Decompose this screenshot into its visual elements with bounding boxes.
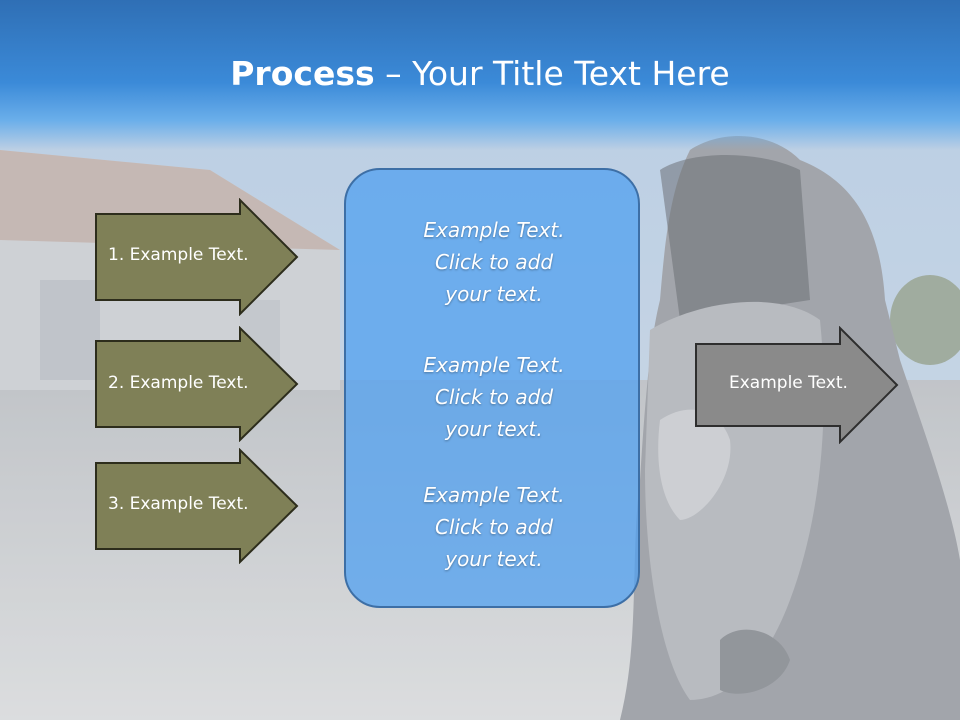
left-arrow-2-label: 2. Example Text. <box>108 373 249 393</box>
center-block-3: Example Text. Click to add your text. <box>346 479 642 575</box>
right-arrow-label: Example Text. <box>729 373 848 393</box>
center-block-2-line3: your text. <box>445 417 543 441</box>
slide-title: Process – Your Title Text Here <box>0 54 960 93</box>
center-text-box[interactable]: Example Text. Click to add your text. Ex… <box>344 168 640 608</box>
center-block-1: Example Text. Click to add your text. <box>346 214 642 310</box>
left-arrow-2[interactable] <box>94 326 300 442</box>
title-rest: – Your Title Text Here <box>374 54 730 93</box>
center-block-1-line1: Example Text. <box>423 218 565 242</box>
center-block-3-line1: Example Text. <box>423 483 565 507</box>
left-arrow-1-label: 1. Example Text. <box>108 245 249 265</box>
center-block-2-line1: Example Text. <box>423 353 565 377</box>
left-arrow-3[interactable] <box>94 448 300 564</box>
center-block-3-line3: your text. <box>445 547 543 571</box>
center-block-2: Example Text. Click to add your text. <box>346 349 642 445</box>
center-block-1-line3: your text. <box>445 282 543 306</box>
title-bold: Process <box>230 54 375 93</box>
right-arrow[interactable] <box>694 326 900 444</box>
left-arrow-1[interactable] <box>94 198 300 316</box>
center-block-3-line2: Click to add <box>434 515 554 539</box>
title-bar <box>0 0 960 150</box>
center-block-1-line2: Click to add <box>434 250 554 274</box>
center-block-2-line2: Click to add <box>434 385 554 409</box>
left-arrow-3-label: 3. Example Text. <box>108 494 249 514</box>
